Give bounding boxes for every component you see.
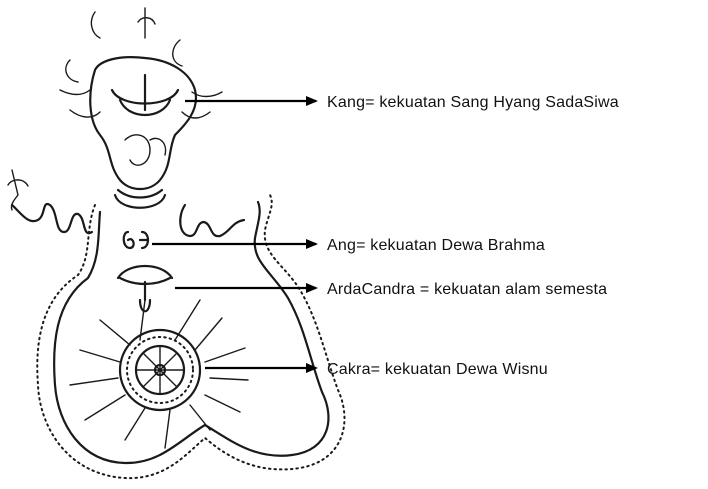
label-ang: Ang= kekuatan Dewa Brahma bbox=[327, 237, 545, 254]
head-top-flames bbox=[66, 8, 182, 82]
left-hand-mark bbox=[8, 170, 28, 210]
head-outline bbox=[90, 57, 196, 189]
head-curls bbox=[125, 135, 166, 165]
label-kang: Kang= kekuatan Sang Hyang SadaSiwa bbox=[327, 94, 619, 111]
body-inner-outline bbox=[54, 202, 328, 463]
neck-arc bbox=[115, 190, 165, 208]
ang-glyph bbox=[124, 232, 148, 248]
right-arm-squiggle bbox=[180, 205, 244, 236]
label-ardacandra: ArdaCandra = kekuatan alam semesta bbox=[327, 281, 607, 298]
cakra-spokes bbox=[136, 346, 184, 394]
cakra-sun bbox=[70, 300, 248, 448]
left-arm-squiggle bbox=[12, 204, 92, 233]
label-cakra: Cakra= kekuatan Dewa Wisnu bbox=[327, 361, 548, 378]
